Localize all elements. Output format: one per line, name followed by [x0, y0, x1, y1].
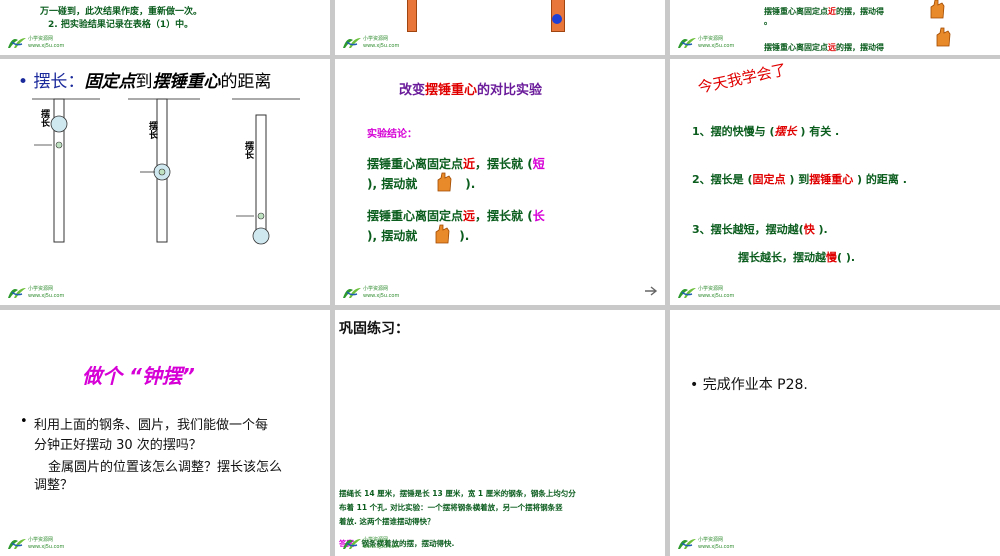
- site-logo: 小学资源网 www.xj5u.com: [676, 34, 736, 52]
- conclusion-line-4: ), 摆动就).: [367, 229, 470, 243]
- task-line-2: 分钟正好摆动 30 次的摆吗？: [34, 438, 202, 453]
- conclusion-line-1: 摆锤重心离固定点近，摆长就 (短: [367, 157, 545, 171]
- steel-bar-a: [53, 98, 65, 243]
- leaf-logo-icon: [8, 288, 26, 298]
- instruction-line-2: 2. 把实验结果记录在表格（1）中。: [48, 20, 194, 30]
- pendulum-length-label-c: 摆长: [243, 141, 253, 159]
- leaf-logo-icon: [343, 38, 361, 48]
- slide-title: 改变摆锤重心的对比实验: [399, 83, 543, 98]
- steel-bar: [407, 0, 417, 32]
- hand-pointer-icon: [437, 172, 452, 192]
- steel-bar-c: [255, 114, 267, 243]
- exercise-line-2: 布着 11 个孔. 对比实验：一个摆将钢条横着放，另一个摆将钢条竖: [339, 503, 563, 512]
- site-logo: 小学资源网 www.xj5u.com: [6, 284, 66, 302]
- site-logo: 小学资源网 www.xj5u.com: [6, 34, 66, 52]
- slide-title: 巩固练习：: [339, 321, 409, 337]
- center-mark-c: [257, 212, 265, 220]
- conclusion-line-2: ), 摆动就).: [367, 177, 476, 191]
- slide-nav-arrow-icon[interactable]: [643, 285, 661, 297]
- task-line-3: 金属圆片的位置该怎么调整？摆长该怎么: [48, 460, 283, 475]
- leaf-logo-icon: [678, 288, 696, 298]
- site-logo: 小学资源网 www.xj5u.com: [341, 535, 401, 553]
- task-line-1: 利用上面的钢条、圆片，我们能做一个每: [34, 418, 269, 433]
- conclusion-heading: 实验结论：: [367, 129, 417, 140]
- summary-item-1: 1、摆的快慢与 (摆长 ) 有关 .: [692, 125, 840, 138]
- slide-3[interactable]: 摆锤重心离固定点近的摆，摆动得 。 摆锤重心离固定点远的摆，摆动得 小学资源网 …: [670, 0, 1000, 55]
- leaf-logo-icon: [678, 539, 696, 549]
- summary-item-4: 摆长越长，摆动越慢( ).: [738, 251, 856, 264]
- leaf-logo-icon: [343, 539, 361, 549]
- site-logo: 小学资源网 www.xj5u.com: [341, 34, 401, 52]
- center-mark-b: [158, 168, 166, 176]
- metal-disc: [552, 14, 562, 24]
- separator-dot: 。: [764, 17, 772, 26]
- hand-pointer-icon: [930, 0, 945, 19]
- exercise-line-1: 摆绳长 14 厘米，摆锤是长 13 厘米，宽 1 厘米的钢条，钢条上均匀分: [339, 489, 576, 498]
- conclusion-near-line: 摆锤重心离固定点近的摆，摆动得: [764, 7, 884, 16]
- slide-1[interactable]: 万一碰到，此次结果作废，重新做一次。 2. 把实验结果记录在表格（1）中。 小学…: [0, 0, 330, 55]
- pendulum-length-label-a: 摆长: [39, 109, 49, 127]
- site-logo: 小学资源网 www.xj5u.com: [341, 284, 401, 302]
- slide-7[interactable]: 做个 “钟摆” • 利用上面的钢条、圆片，我们能做一个每 分钟正好摆动 30 次…: [0, 310, 330, 556]
- center-mark-a: [55, 141, 63, 149]
- disc-c: [252, 227, 270, 245]
- site-logo: 小学资源网 www.xj5u.com: [676, 535, 736, 553]
- conclusion-line-3: 摆锤重心离固定点远，摆长就 (长: [367, 209, 545, 223]
- site-logo: 小学资源网 www.xj5u.com: [6, 535, 66, 553]
- slide-8[interactable]: 巩固练习： 摆绳长 14 厘米，摆锤是长 13 厘米，宽 1 厘米的钢条，钢条上…: [335, 310, 665, 556]
- disc-a: [50, 115, 68, 133]
- leaf-logo-icon: [8, 38, 26, 48]
- hand-pointer-icon: [435, 224, 450, 244]
- instruction-line-1: 万一碰到，此次结果作废，重新做一次。: [40, 7, 203, 17]
- summary-item-2: 2、摆长是 (固定点 ) 到摆锤重心 ) 的距离 .: [692, 173, 907, 186]
- exercise-line-3: 着放. 这两个摆谁摆动得快？: [339, 517, 435, 526]
- slide-5[interactable]: 改变摆锤重心的对比实验 实验结论： 摆锤重心离固定点近，摆长就 (短 ), 摆动…: [335, 59, 665, 305]
- pendulum-length-label-b: 摆长: [147, 121, 157, 139]
- task-line-4: 调整？: [34, 478, 74, 493]
- slide-title: 做个 “钟摆”: [82, 364, 195, 388]
- slide-9[interactable]: • 完成作业本 P28. 小学资源网 www.xj5u.com: [670, 310, 1000, 556]
- leaf-logo-icon: [678, 38, 696, 48]
- exercise-answer: 答案：钢条横着放的摆，摆动得快.: [339, 539, 455, 548]
- leaf-logo-icon: [8, 539, 26, 549]
- homework-line: • 完成作业本 P28.: [690, 377, 808, 393]
- summary-title: 今天我学会了: [696, 60, 789, 97]
- summary-item-3: 3、摆长越短，摆动越(快 ).: [692, 223, 828, 236]
- slide-6[interactable]: 今天我学会了 1、摆的快慢与 (摆长 ) 有关 . 2、摆长是 (固定点 ) 到…: [670, 59, 1000, 305]
- definition-line: • 摆长：固定点到摆锤重心的距离: [18, 72, 272, 92]
- conclusion-far-line: 摆锤重心离固定点远的摆，摆动得: [764, 43, 884, 52]
- bullet-mark: •: [20, 414, 28, 429]
- site-logo: 小学资源网 www.xj5u.com: [676, 284, 736, 302]
- slide-4[interactable]: • 摆长：固定点到摆锤重心的距离 摆长 摆长 摆长 小学资源网 www.xj5u…: [0, 59, 330, 305]
- slide-2[interactable]: 小学资源网 www.xj5u.com: [335, 0, 665, 55]
- pendulum-diagram: [32, 98, 300, 245]
- leaf-logo-icon: [343, 288, 361, 298]
- hand-pointer-icon: [936, 27, 951, 47]
